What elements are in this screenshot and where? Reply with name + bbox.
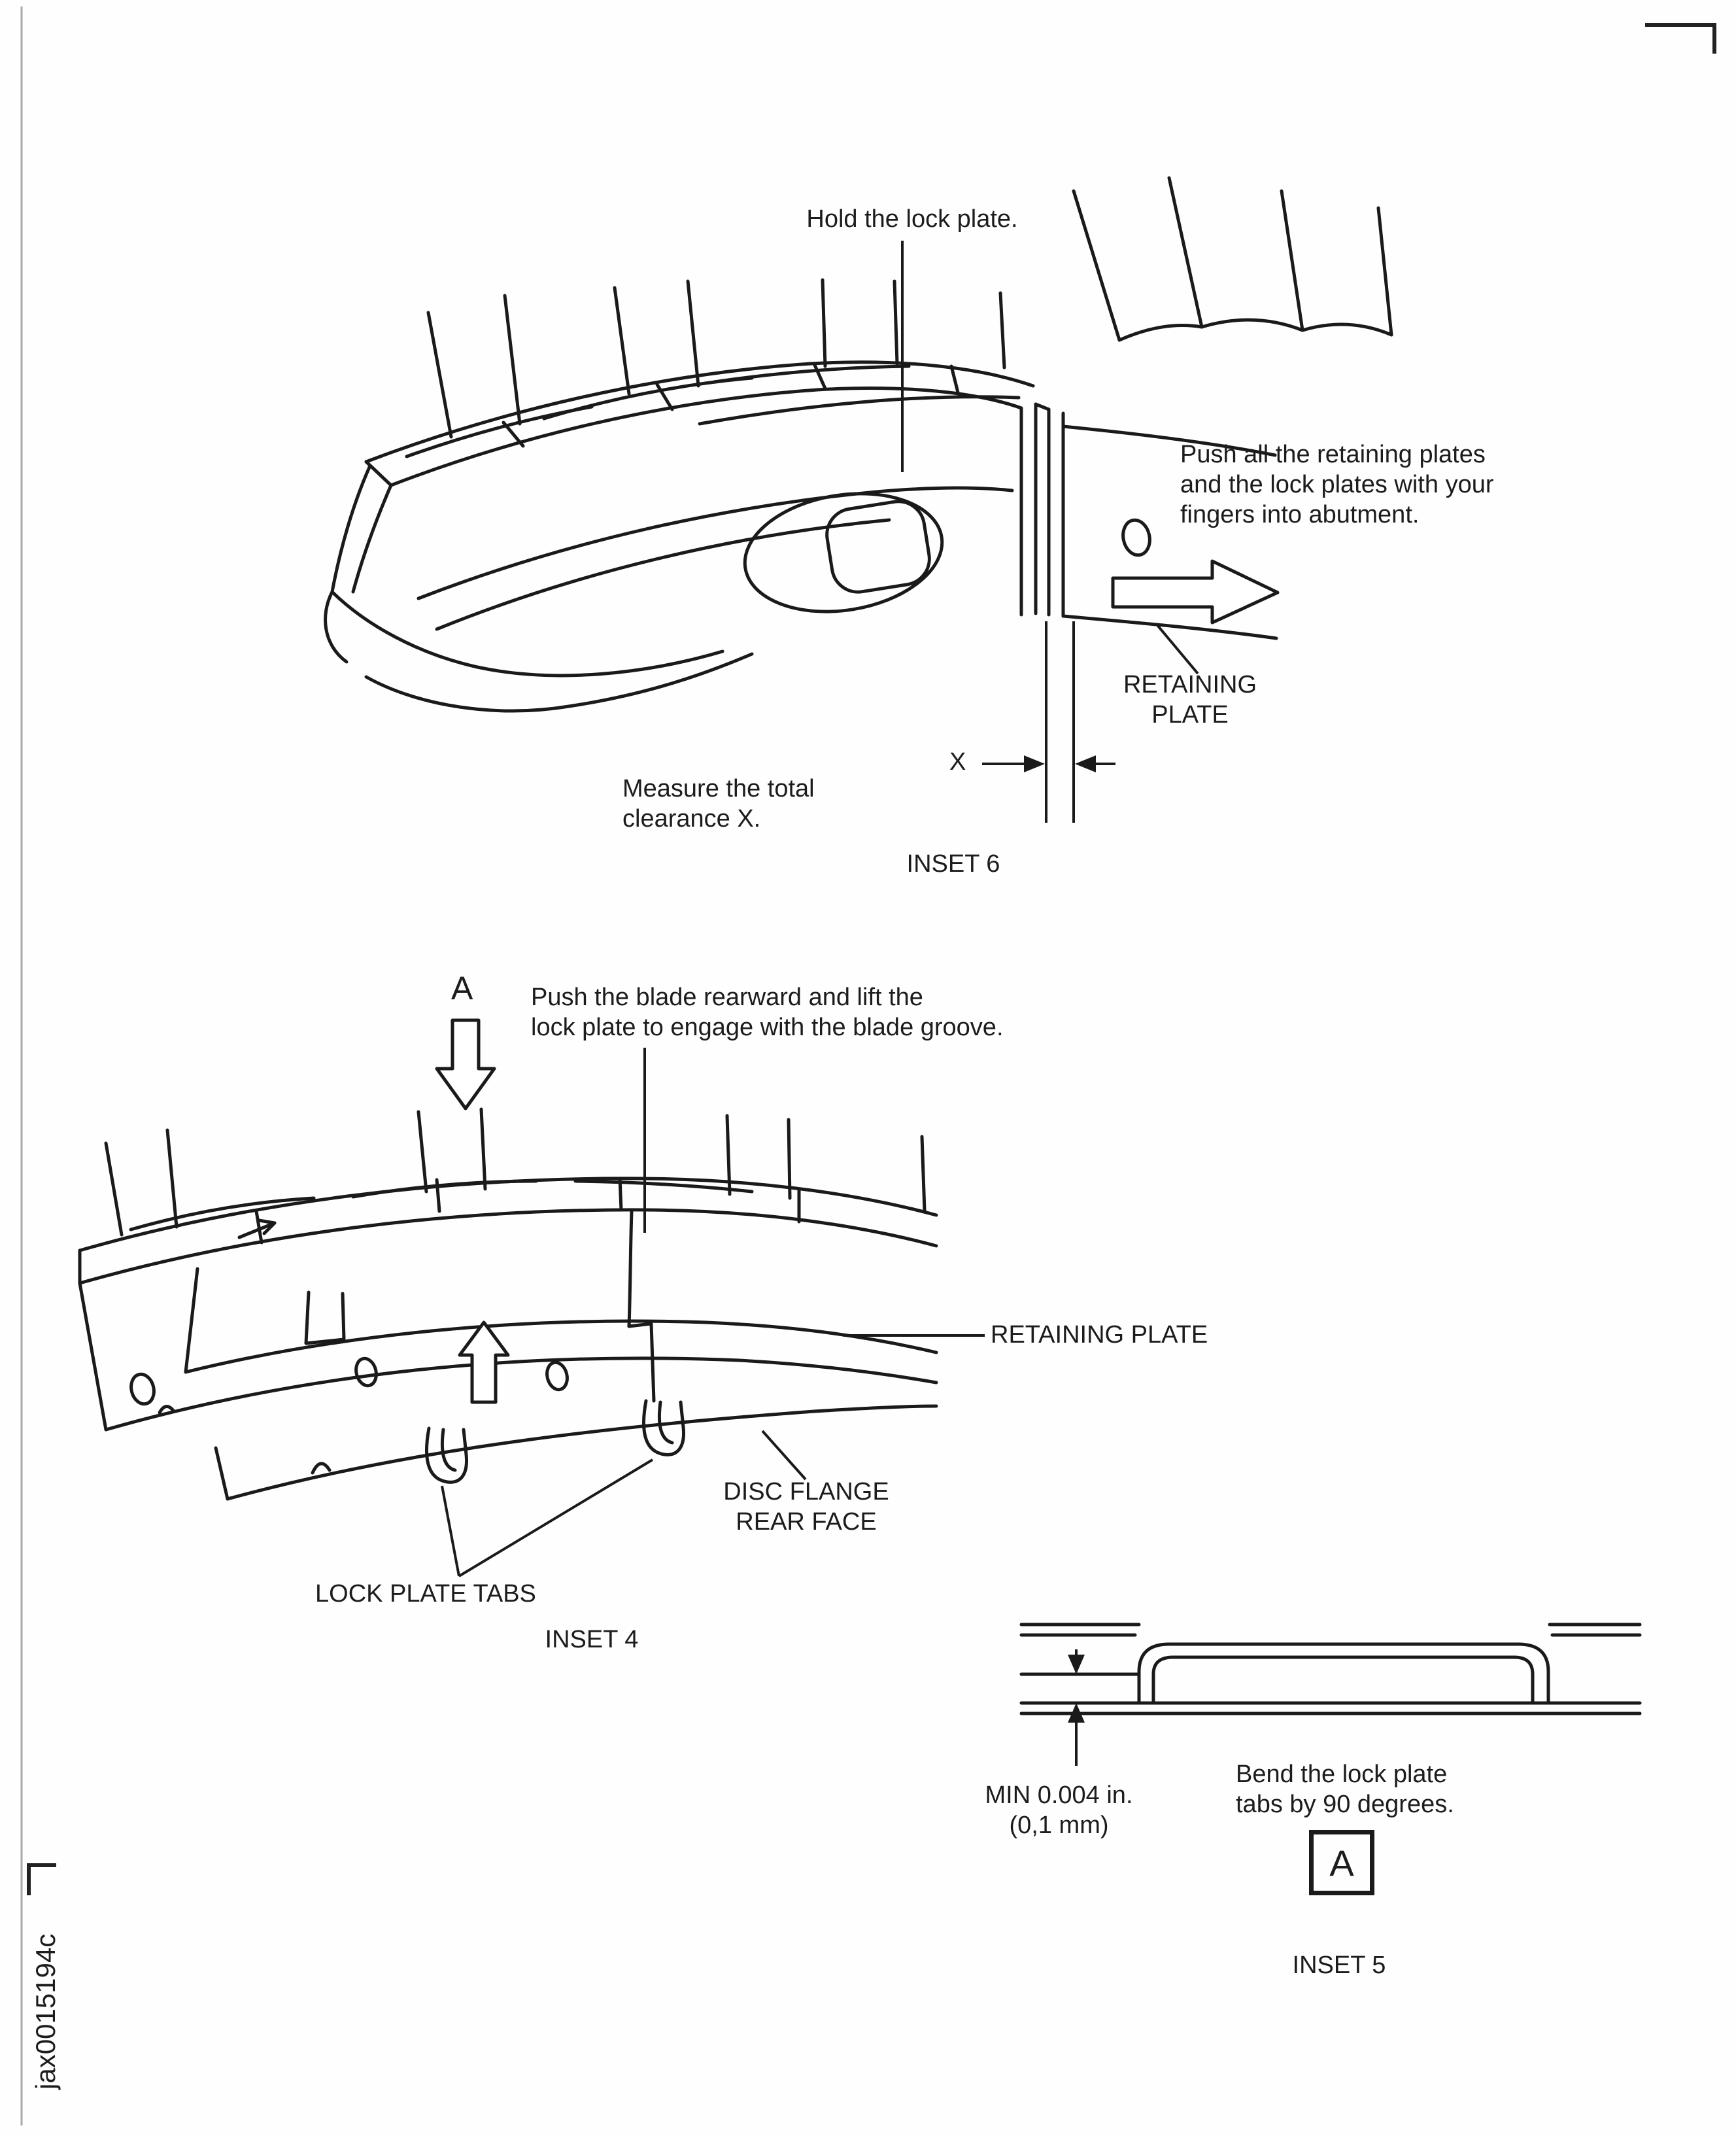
inset4-leader-lines (441, 1048, 985, 1577)
inset6-x-dimension-label: X (949, 748, 966, 776)
figure-id: jax0015194c (30, 1933, 61, 2090)
inset4-push-label: Push the blade rearward and lift the loc… (531, 982, 1004, 1042)
text-line: Push all the retaining plates (1180, 441, 1486, 468)
inset4-down-arrow (435, 1018, 496, 1110)
inset6-leader-lines (901, 241, 1199, 675)
inset6-measure-label: Measure the total clearance X. (622, 774, 815, 834)
text-line: (0,1 mm) (1009, 1812, 1109, 1839)
inset5-bend-label: Bend the lock plate tabs by 90 degrees. (1236, 1759, 1454, 1819)
text-line: Measure the total (622, 775, 815, 802)
text-line: lock plate to engage with the blade groo… (531, 1014, 1004, 1041)
text-line: PLATE (1151, 701, 1229, 729)
inset6-retaining-plate-label: RETAINING PLATE (1085, 670, 1295, 730)
inset6-push-arrow (1111, 559, 1280, 625)
corner-marks (27, 23, 1716, 1895)
inset4-up-arrow (458, 1320, 510, 1404)
inset4-caption: INSET 4 (545, 1626, 639, 1653)
inset4-drawing (78, 1107, 938, 1501)
inset4-lock-plate-tabs-label: LOCK PLATE TABS (315, 1580, 536, 1608)
text-line: REAR FACE (736, 1508, 877, 1536)
text-line: fingers into abutment. (1180, 501, 1420, 528)
text-line: clearance X. (622, 805, 761, 833)
inset5-detail-letter: A (1329, 1842, 1354, 1884)
inset6-drawing (324, 176, 1393, 713)
inset4-view-letter: A (451, 970, 473, 1007)
text-line: MIN 0.004 in. (985, 1781, 1133, 1809)
inset5-caption: INSET 5 (1292, 1952, 1386, 1979)
inset4-disc-flange-label: DISC FLANGE REAR FACE (692, 1477, 921, 1537)
text-line: RETAINING (1123, 671, 1257, 698)
inset5-drawing (1019, 1623, 1642, 1715)
inset6-dimension-x (982, 621, 1115, 823)
text-line: Bend the lock plate (1236, 1761, 1448, 1788)
text-line: tabs by 90 degrees. (1236, 1791, 1454, 1818)
text-line: and the lock plates with your (1180, 471, 1494, 498)
inset4-retaining-plate-label: RETAINING PLATE (991, 1321, 1208, 1349)
inset5-detail-letter-box: A (1309, 1830, 1374, 1895)
inset5-min-clearance-label: MIN 0.004 in. (0,1 mm) (956, 1780, 1162, 1840)
text-line: Push the blade rearward and lift the (531, 984, 923, 1011)
inset6-caption: INSET 6 (906, 850, 1000, 878)
inset6-hold-label: Hold the lock plate. (806, 205, 1018, 233)
inset5-dimension (1068, 1649, 1085, 1766)
text-line: DISC FLANGE (723, 1478, 889, 1506)
inset6-push-label: Push all the retaining plates and the lo… (1180, 439, 1494, 530)
